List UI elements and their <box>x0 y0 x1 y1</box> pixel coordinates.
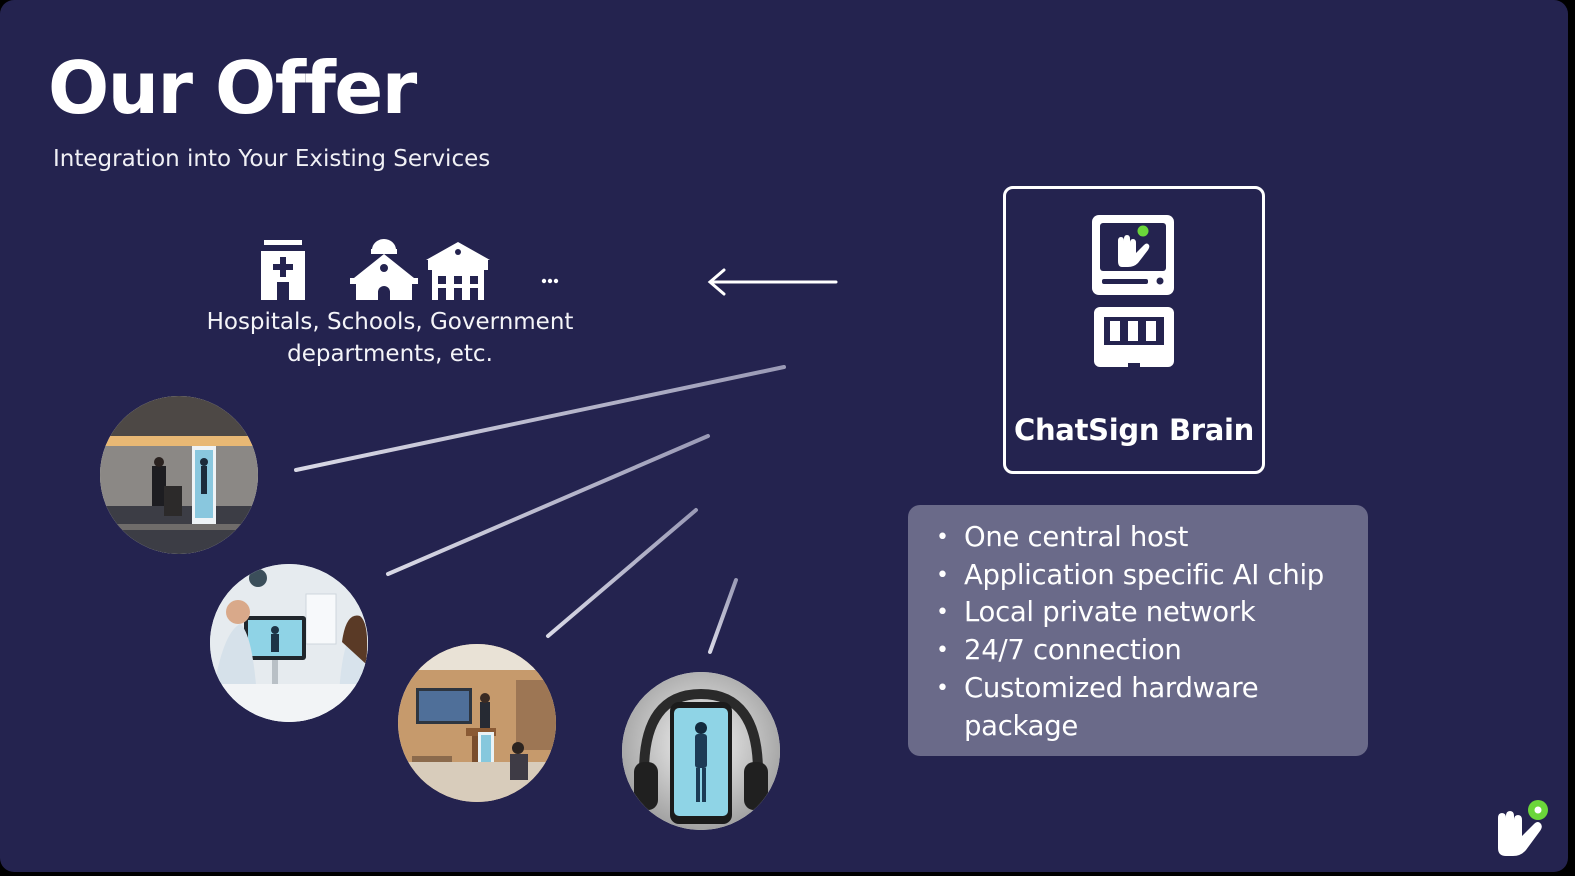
line-to-classroom <box>546 508 698 638</box>
page-title: Our Offer <box>48 46 417 130</box>
left-arrow <box>707 268 838 296</box>
brain-label: ChatSign Brain <box>1013 413 1255 447</box>
feature-item: 24/7 connection <box>934 632 1350 670</box>
clinic-consultation-photo <box>210 564 368 722</box>
feature-item: Local private network <box>934 594 1350 632</box>
brain-hardware-icon <box>1092 215 1174 367</box>
line-to-clinic <box>386 434 710 576</box>
school-icon <box>350 239 418 300</box>
monitor-hand-icon <box>1092 215 1174 295</box>
feature-item: Application specific AI chip <box>934 557 1350 595</box>
features-list: One central host Application specific AI… <box>934 519 1350 745</box>
server-rack-icon <box>1094 307 1174 367</box>
feature-item: Customized hardware package <box>934 670 1350 745</box>
line-to-conference <box>294 365 786 472</box>
government-building-icon <box>426 242 490 300</box>
chatsign-logo-icon <box>1498 800 1548 856</box>
line-to-phone <box>708 578 738 654</box>
ellipsis-icon <box>541 278 559 284</box>
classroom-photo <box>398 644 556 802</box>
institutions-label: Hospitals, Schools, Government departmen… <box>206 309 574 367</box>
chatsign-brain-box: ChatSign Brain <box>1003 186 1265 474</box>
institution-icons <box>261 239 559 300</box>
feature-item: One central host <box>934 519 1350 557</box>
features-panel: One central host Application specific AI… <box>908 505 1368 756</box>
smartphone-headphones-photo <box>622 672 780 830</box>
conference-stage-photo <box>100 396 258 554</box>
hospital-icon <box>261 240 305 300</box>
fan-lines <box>294 365 786 654</box>
page-subtitle: Integration into Your Existing Services <box>53 146 491 172</box>
